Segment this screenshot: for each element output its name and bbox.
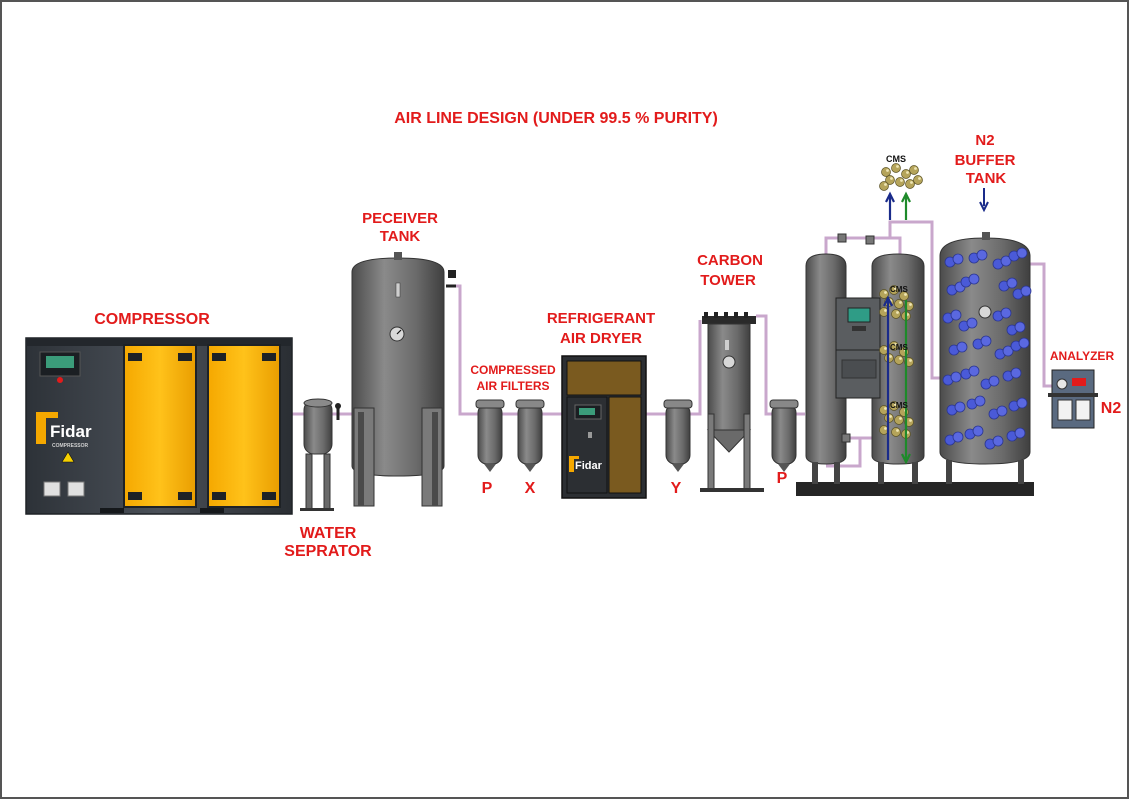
label-compressor: COMPRESSOR <box>94 311 210 328</box>
refrigerant-air-dryer: Fidar <box>561 355 647 499</box>
label-analyzer: ANALYZER <box>1050 349 1115 363</box>
pressure-gauge-icon <box>978 305 992 319</box>
label-carbon-tower-2: TOWER <box>700 272 756 289</box>
valve-icon <box>335 403 341 409</box>
nitrogen-generator: CMS CMS CMS <box>796 233 1034 496</box>
pipe-buffer-analyzer <box>1030 262 1052 388</box>
filter-p-1 <box>475 399 505 472</box>
compressor-unit: Fidar COMPRESSOR <box>25 337 293 515</box>
compressor-panel-left <box>123 344 197 508</box>
cms-layer-label: CMS <box>890 343 908 352</box>
dryer-logo: Fidar <box>569 456 603 472</box>
label-receiver-tank-2: TANK <box>380 228 421 245</box>
label-receiver-tank-1: PECEIVER <box>362 210 438 227</box>
cms-detail-label: CMS <box>886 154 906 164</box>
filter-x <box>515 399 545 472</box>
generator-display <box>847 307 871 323</box>
pipe-receiver-filters <box>446 284 478 416</box>
pipe-filter-carbon <box>690 320 702 416</box>
analyzer-gauge-icon <box>1056 378 1068 390</box>
compressor-brand-name: Fidar <box>50 422 92 441</box>
pipe-generator-top <box>824 236 902 258</box>
flow-arrows-tower <box>883 295 911 465</box>
filter-code-p-2: P <box>777 470 788 487</box>
cms-detail: CMS <box>879 154 923 220</box>
warning-icon <box>61 451 75 463</box>
label-n2-output: N2 <box>1101 400 1122 417</box>
label-carbon-tower-1: CARBON <box>697 252 763 269</box>
pipe-carbon-filter <box>756 314 772 416</box>
diagram-title: AIR LINE DESIGN (UNDER 99.5 % PURITY) <box>394 110 718 127</box>
filter-p-2 <box>769 399 799 472</box>
label-air-filters-1: COMPRESSED <box>470 363 556 377</box>
label-air-filters-2: AIR FILTERS <box>476 379 549 393</box>
compressor-logo: Fidar COMPRESSOR <box>36 412 92 449</box>
receiver-tank <box>351 252 456 507</box>
filter-y <box>663 399 693 472</box>
label-buffer-tank-1: N2 <box>975 132 994 149</box>
filter-code-y: Y <box>671 480 682 497</box>
n2-buffer-tank <box>939 188 1032 484</box>
carbon-tower <box>700 312 764 492</box>
label-air-dryer-2: AIR DRYER <box>560 330 642 347</box>
label-buffer-tank-2: BUFFER <box>955 152 1016 169</box>
filter-code-x: X <box>525 480 536 497</box>
filter-code-p-1: P <box>482 480 493 497</box>
pressure-gauge-icon <box>722 355 736 369</box>
label-water-separator-2: SEPRATOR <box>284 543 372 560</box>
compressor-panel-right <box>207 344 281 508</box>
dryer-brand-name: Fidar <box>575 460 603 472</box>
pipe-generator-buffer <box>888 220 944 380</box>
label-buffer-tank-3: TANK <box>966 170 1007 187</box>
label-water-separator-1: WATER <box>300 525 357 542</box>
compressor-brand-sub: COMPRESSOR <box>52 443 89 449</box>
n2-analyzer <box>1048 369 1098 429</box>
water-separator <box>300 398 341 511</box>
valve-icon <box>448 270 456 278</box>
cms-layer-label: CMS <box>890 285 908 294</box>
label-air-dryer-1: REFRIGERANT <box>547 310 655 327</box>
cms-layer-label: CMS <box>890 401 908 410</box>
